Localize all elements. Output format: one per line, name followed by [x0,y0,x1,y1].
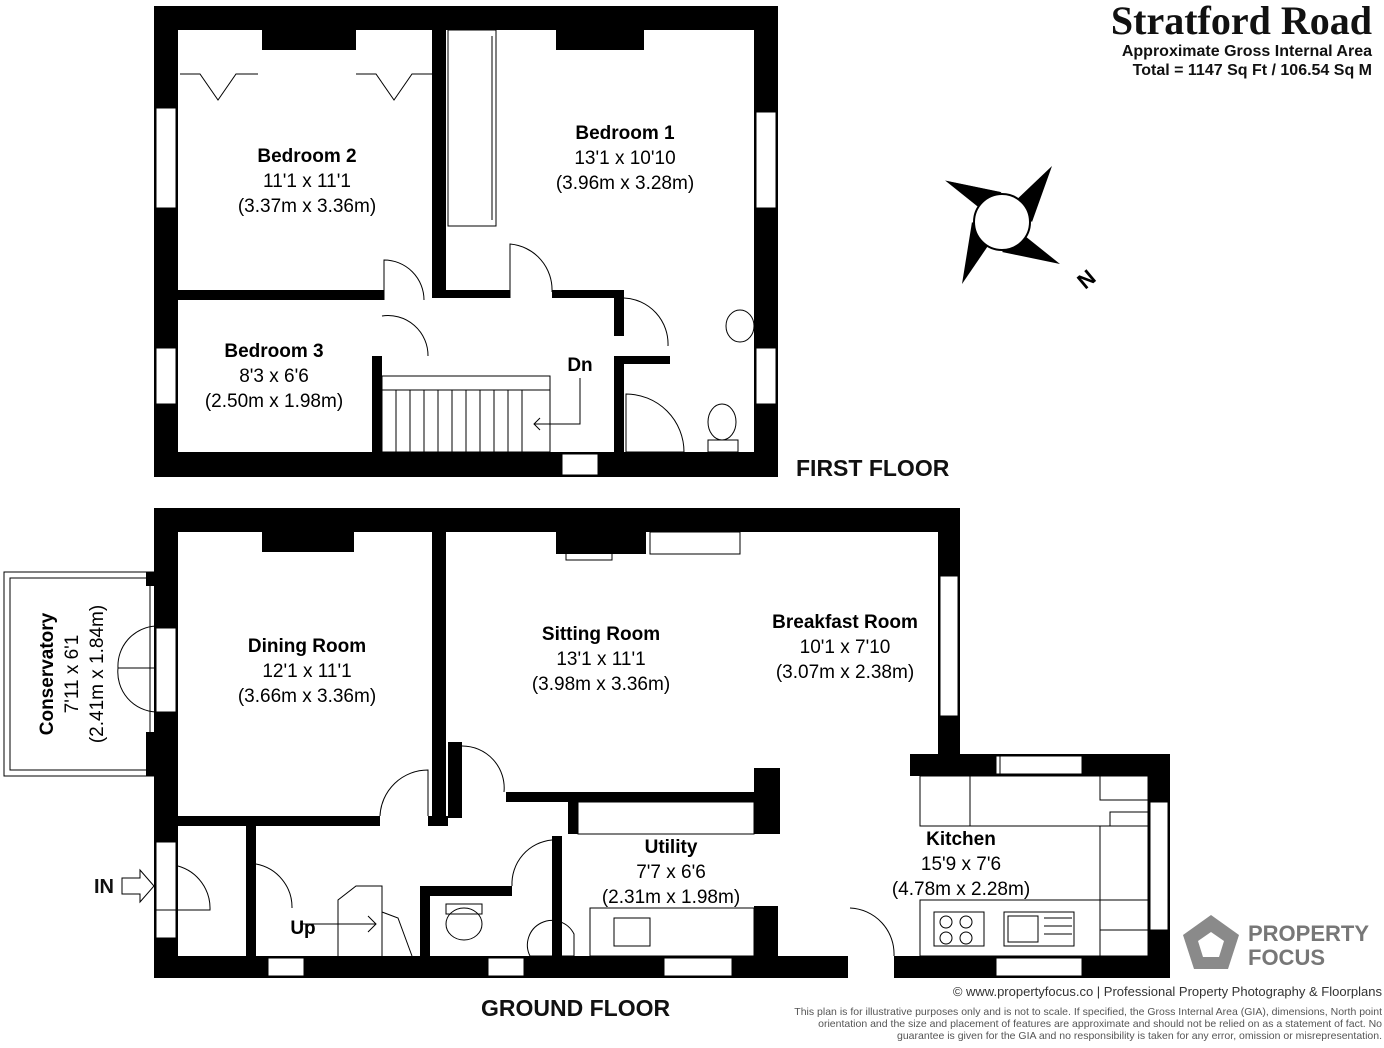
utility-imperial: 7'7 x 6'6 [636,862,706,883]
kitchen-metric: (4.78m x 2.28m) [892,879,1030,900]
conservatory-imperial: 7'11 x 6'1 [62,635,83,714]
sitting-imperial: 13'1 x 11'1 [556,649,645,670]
property-name: Stratford Road [1110,0,1372,43]
dining-imperial: 12'1 x 11'1 [262,661,351,682]
plan-title-block: Stratford Road Approximate Gross Interna… [1111,0,1372,80]
kitchen-name: Kitchen [926,829,996,850]
conservatory-metric: (2.41m x 1.84m) [87,605,108,743]
breakfast-metric: (3.07m x 2.38m) [776,662,914,683]
bedroom3-imperial: 8'3 x 6'6 [239,366,309,387]
conservatory-name: Conservatory [37,612,58,735]
area-caption: Approximate Gross Internal Area [1121,43,1372,60]
logo-pentagon-icon [1183,915,1239,969]
footer-disclaimer: This plan is for illustrative purposes o… [794,1006,1382,1042]
first-floor-plan [154,6,778,477]
area-total: Total = 1147 Sq Ft / 106.54 Sq M [1132,62,1372,79]
compass-icon: N [943,166,1101,294]
sitting-name: Sitting Room [542,624,660,645]
breakfast-name: Breakfast Room [772,612,918,633]
kitchen-imperial: 15'9 x 7'6 [921,854,1001,875]
logo-line2: FOCUS [1248,945,1325,970]
entrance-label: IN [94,876,114,898]
bedroom2-imperial: 11'1 x 11'1 [263,171,351,192]
bedroom3-metric: (2.50m x 1.98m) [205,391,343,412]
utility-name: Utility [645,837,698,858]
first-floor-label: FIRST FLOOR [796,455,950,481]
bedroom1-metric: (3.96m x 3.28m) [556,173,694,194]
ground-floor-label: GROUND FLOOR [481,995,671,1021]
room-labels: Bedroom 2 11'1 x 11'1 (3.37m x 3.36m) Be… [37,123,1030,939]
sitting-metric: (3.98m x 3.36m) [532,674,670,695]
utility-metric: (2.31m x 1.98m) [602,887,740,908]
bedroom3-name: Bedroom 3 [224,341,323,362]
ground-floor-plan [3,508,1170,978]
property-focus-logo: PROPERTY FOCUS [1178,910,1384,976]
stairs-down-label: Dn [567,355,592,376]
footer-credit: © www.propertyfocus.co | Professional Pr… [952,984,1382,999]
breakfast-imperial: 10'1 x 7'10 [800,637,891,658]
dining-name: Dining Room [248,636,366,657]
bedroom2-metric: (3.37m x 3.36m) [238,196,376,217]
compass-north-label: N [1072,265,1100,294]
bedroom2-name: Bedroom 2 [257,146,356,167]
logo-line1: PROPERTY [1248,921,1370,946]
bedroom1-imperial: 13'1 x 10'10 [574,148,675,169]
dining-metric: (3.66m x 3.36m) [238,686,376,707]
bedroom1-name: Bedroom 1 [575,123,675,144]
stairs-up-label: Up [290,918,315,939]
